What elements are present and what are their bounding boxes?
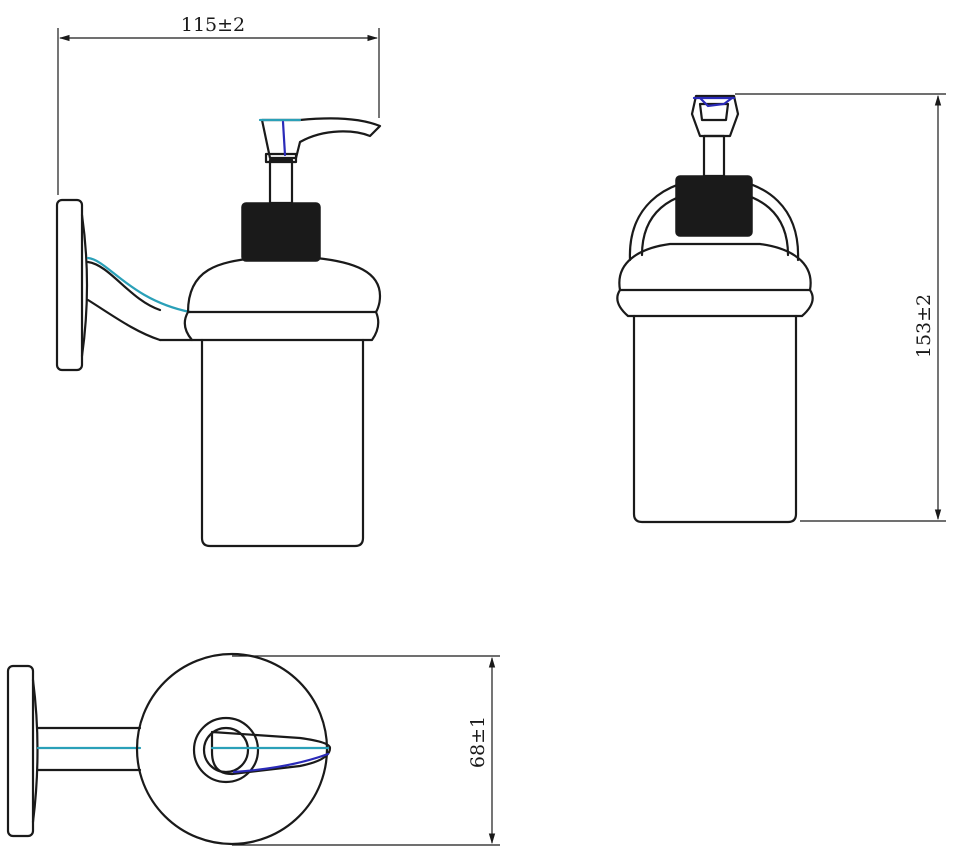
front-bottle-shoulder (616, 242, 814, 318)
pump-top-ring-outer (192, 716, 260, 784)
top-support-arm (36, 726, 142, 772)
front-pump-collar (675, 175, 753, 237)
diameter-dimension: 68±1 (232, 655, 500, 846)
width-dimension-label: 115±2 (181, 14, 245, 36)
pump-stem (268, 158, 294, 205)
top-view: 68±1 (6, 652, 500, 846)
side-view: 115±2 (55, 14, 382, 548)
front-bottle-body (632, 314, 798, 524)
height-dimension: 153±2 (735, 93, 946, 522)
bottle-body (200, 338, 365, 548)
diameter-dimension-label: 68±1 (467, 716, 489, 768)
pump-top-ring-inner (202, 726, 250, 774)
front-pump-head (690, 94, 740, 138)
wall-plate (55, 198, 84, 372)
bottle-shoulder (183, 256, 382, 342)
support-arm (86, 256, 194, 342)
front-view: 153±2 (616, 93, 946, 524)
pump-head (258, 117, 382, 160)
arm-accent (86, 256, 192, 314)
spout-top (210, 730, 332, 776)
width-dimension: 115±2 (57, 14, 380, 195)
front-pump-stem (702, 134, 726, 178)
height-dimension-label: 153±2 (913, 294, 935, 358)
pump-collar (241, 202, 321, 262)
top-wall-plate (6, 664, 35, 838)
